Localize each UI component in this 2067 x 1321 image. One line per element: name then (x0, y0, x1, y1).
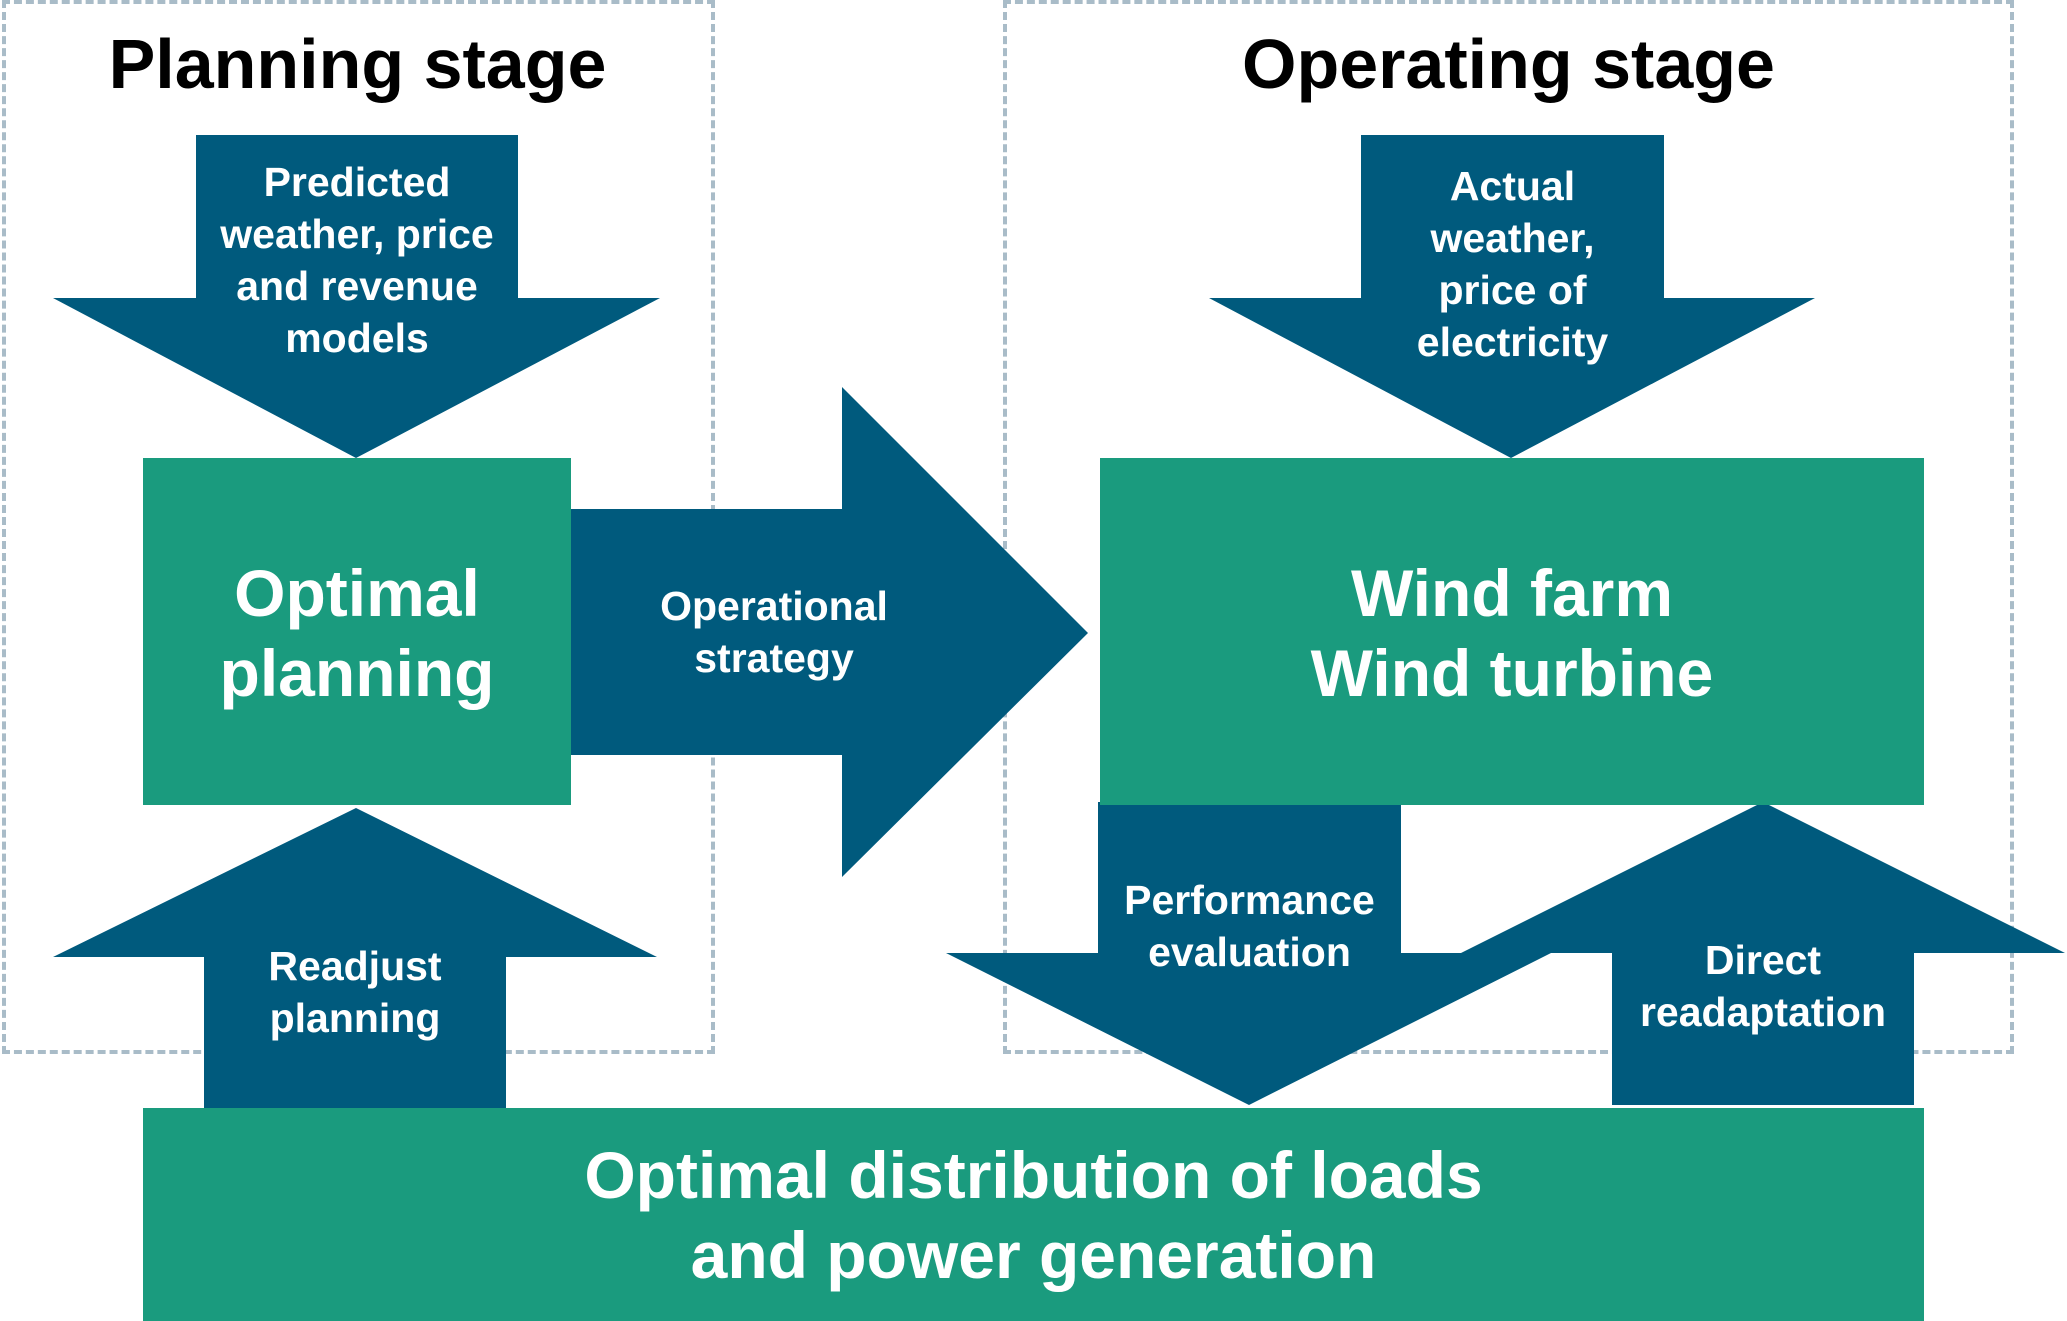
readjust-planning-line-1: Readjust (268, 943, 442, 989)
performance-evaluation-line-2: evaluation (1148, 929, 1351, 975)
optimal-distribution-line-2: and power generation (690, 1218, 1377, 1292)
direct-readaptation-arrow (1461, 802, 2065, 1105)
wind-farm-label: Wind farm Wind turbine (1100, 553, 1924, 713)
predicted-inputs-line-2: weather, price (220, 211, 494, 257)
direct-readaptation-line-1: Direct (1704, 937, 1822, 983)
operating-stage-frame (1003, 0, 2014, 1054)
wind-farm-line-1: Wind farm (1350, 556, 1674, 630)
readjust-planning-line-2: planning (269, 995, 441, 1041)
readjust-planning-label: Readjust planning (204, 940, 506, 1044)
actual-inputs-line-4: electricity (1416, 319, 1609, 365)
optimal-distribution-label: Optimal distribution of loads and power … (143, 1135, 1924, 1295)
actual-inputs-line-3: price of (1438, 267, 1587, 313)
operational-strategy-label: Operational strategy (600, 580, 948, 684)
predicted-inputs-arrow (53, 135, 660, 458)
optimal-distribution-line-1: Optimal distribution of loads (584, 1138, 1483, 1212)
planning-stage-title: Planning stage (108, 25, 607, 103)
operational-strategy-line-2: strategy (694, 635, 854, 681)
operational-strategy-line-1: Operational (660, 583, 888, 629)
performance-evaluation-arrow (946, 802, 1551, 1105)
optimal-planning-box (143, 458, 571, 805)
wind-farm-box (1100, 458, 1924, 805)
direct-readaptation-label: Direct readaptation (1612, 934, 1914, 1038)
predicted-inputs-label: Predicted weather, price and revenue mod… (196, 150, 518, 370)
wind-farm-line-2: Wind turbine (1310, 636, 1714, 710)
performance-evaluation-label: Performance evaluation (1098, 874, 1401, 978)
predicted-inputs-line-3: and revenue (236, 263, 478, 309)
optimal-planning-line-1: Optimal (234, 556, 480, 630)
operational-strategy-arrow (568, 387, 1088, 877)
actual-inputs-arrow (1209, 135, 1815, 458)
optimal-planning-line-2: planning (219, 636, 495, 710)
predicted-inputs-line-4: models (285, 315, 429, 361)
predicted-inputs-line-1: Predicted (263, 159, 451, 205)
actual-inputs-line-2: weather, (1430, 215, 1595, 261)
operating-stage-title: Operating stage (1242, 25, 1775, 103)
optimal-distribution-box (143, 1108, 1924, 1321)
optimal-planning-label: Optimal planning (143, 553, 571, 713)
direct-readaptation-line-2: readaptation (1639, 989, 1887, 1035)
readjust-planning-arrow (53, 808, 657, 1108)
performance-evaluation-line-1: Performance (1124, 877, 1375, 923)
actual-inputs-line-1: Actual (1449, 163, 1576, 209)
actual-inputs-label: Actual weather, price of electricity (1361, 154, 1664, 374)
